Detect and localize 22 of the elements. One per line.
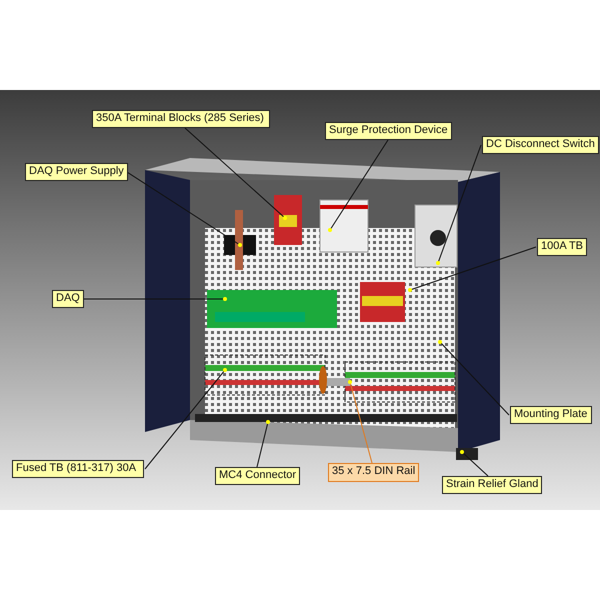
leader-line <box>438 144 482 264</box>
leader-line <box>462 452 488 476</box>
callout-label: Fused TB (811-317) 30A <box>12 460 144 478</box>
callout-label: 35 x 7.5 DIN Rail <box>328 463 420 482</box>
leader-line <box>144 370 226 470</box>
leader-line <box>410 246 536 290</box>
callout-label: Strain Relief Gland <box>442 476 542 494</box>
callout-label: 350A Terminal Blocks (285 Series) <box>92 110 270 128</box>
leader-line <box>256 422 268 468</box>
callout-label: Mounting Plate <box>510 406 592 424</box>
callout-label: 100A TB <box>537 238 587 256</box>
leader-line <box>330 140 388 230</box>
leader-line <box>126 172 240 246</box>
leader-line <box>440 342 510 416</box>
callout-label: DAQ Power Supply <box>25 163 128 181</box>
callout-label: DAQ <box>52 290 84 308</box>
callout-label: MC4 Connector <box>215 467 300 485</box>
leader-line <box>84 298 226 300</box>
callout-label: Surge Protection Device <box>325 122 452 140</box>
leader-line <box>350 382 372 464</box>
callout-label: DC Disconnect Switch <box>482 136 599 154</box>
leader-line <box>184 128 286 218</box>
